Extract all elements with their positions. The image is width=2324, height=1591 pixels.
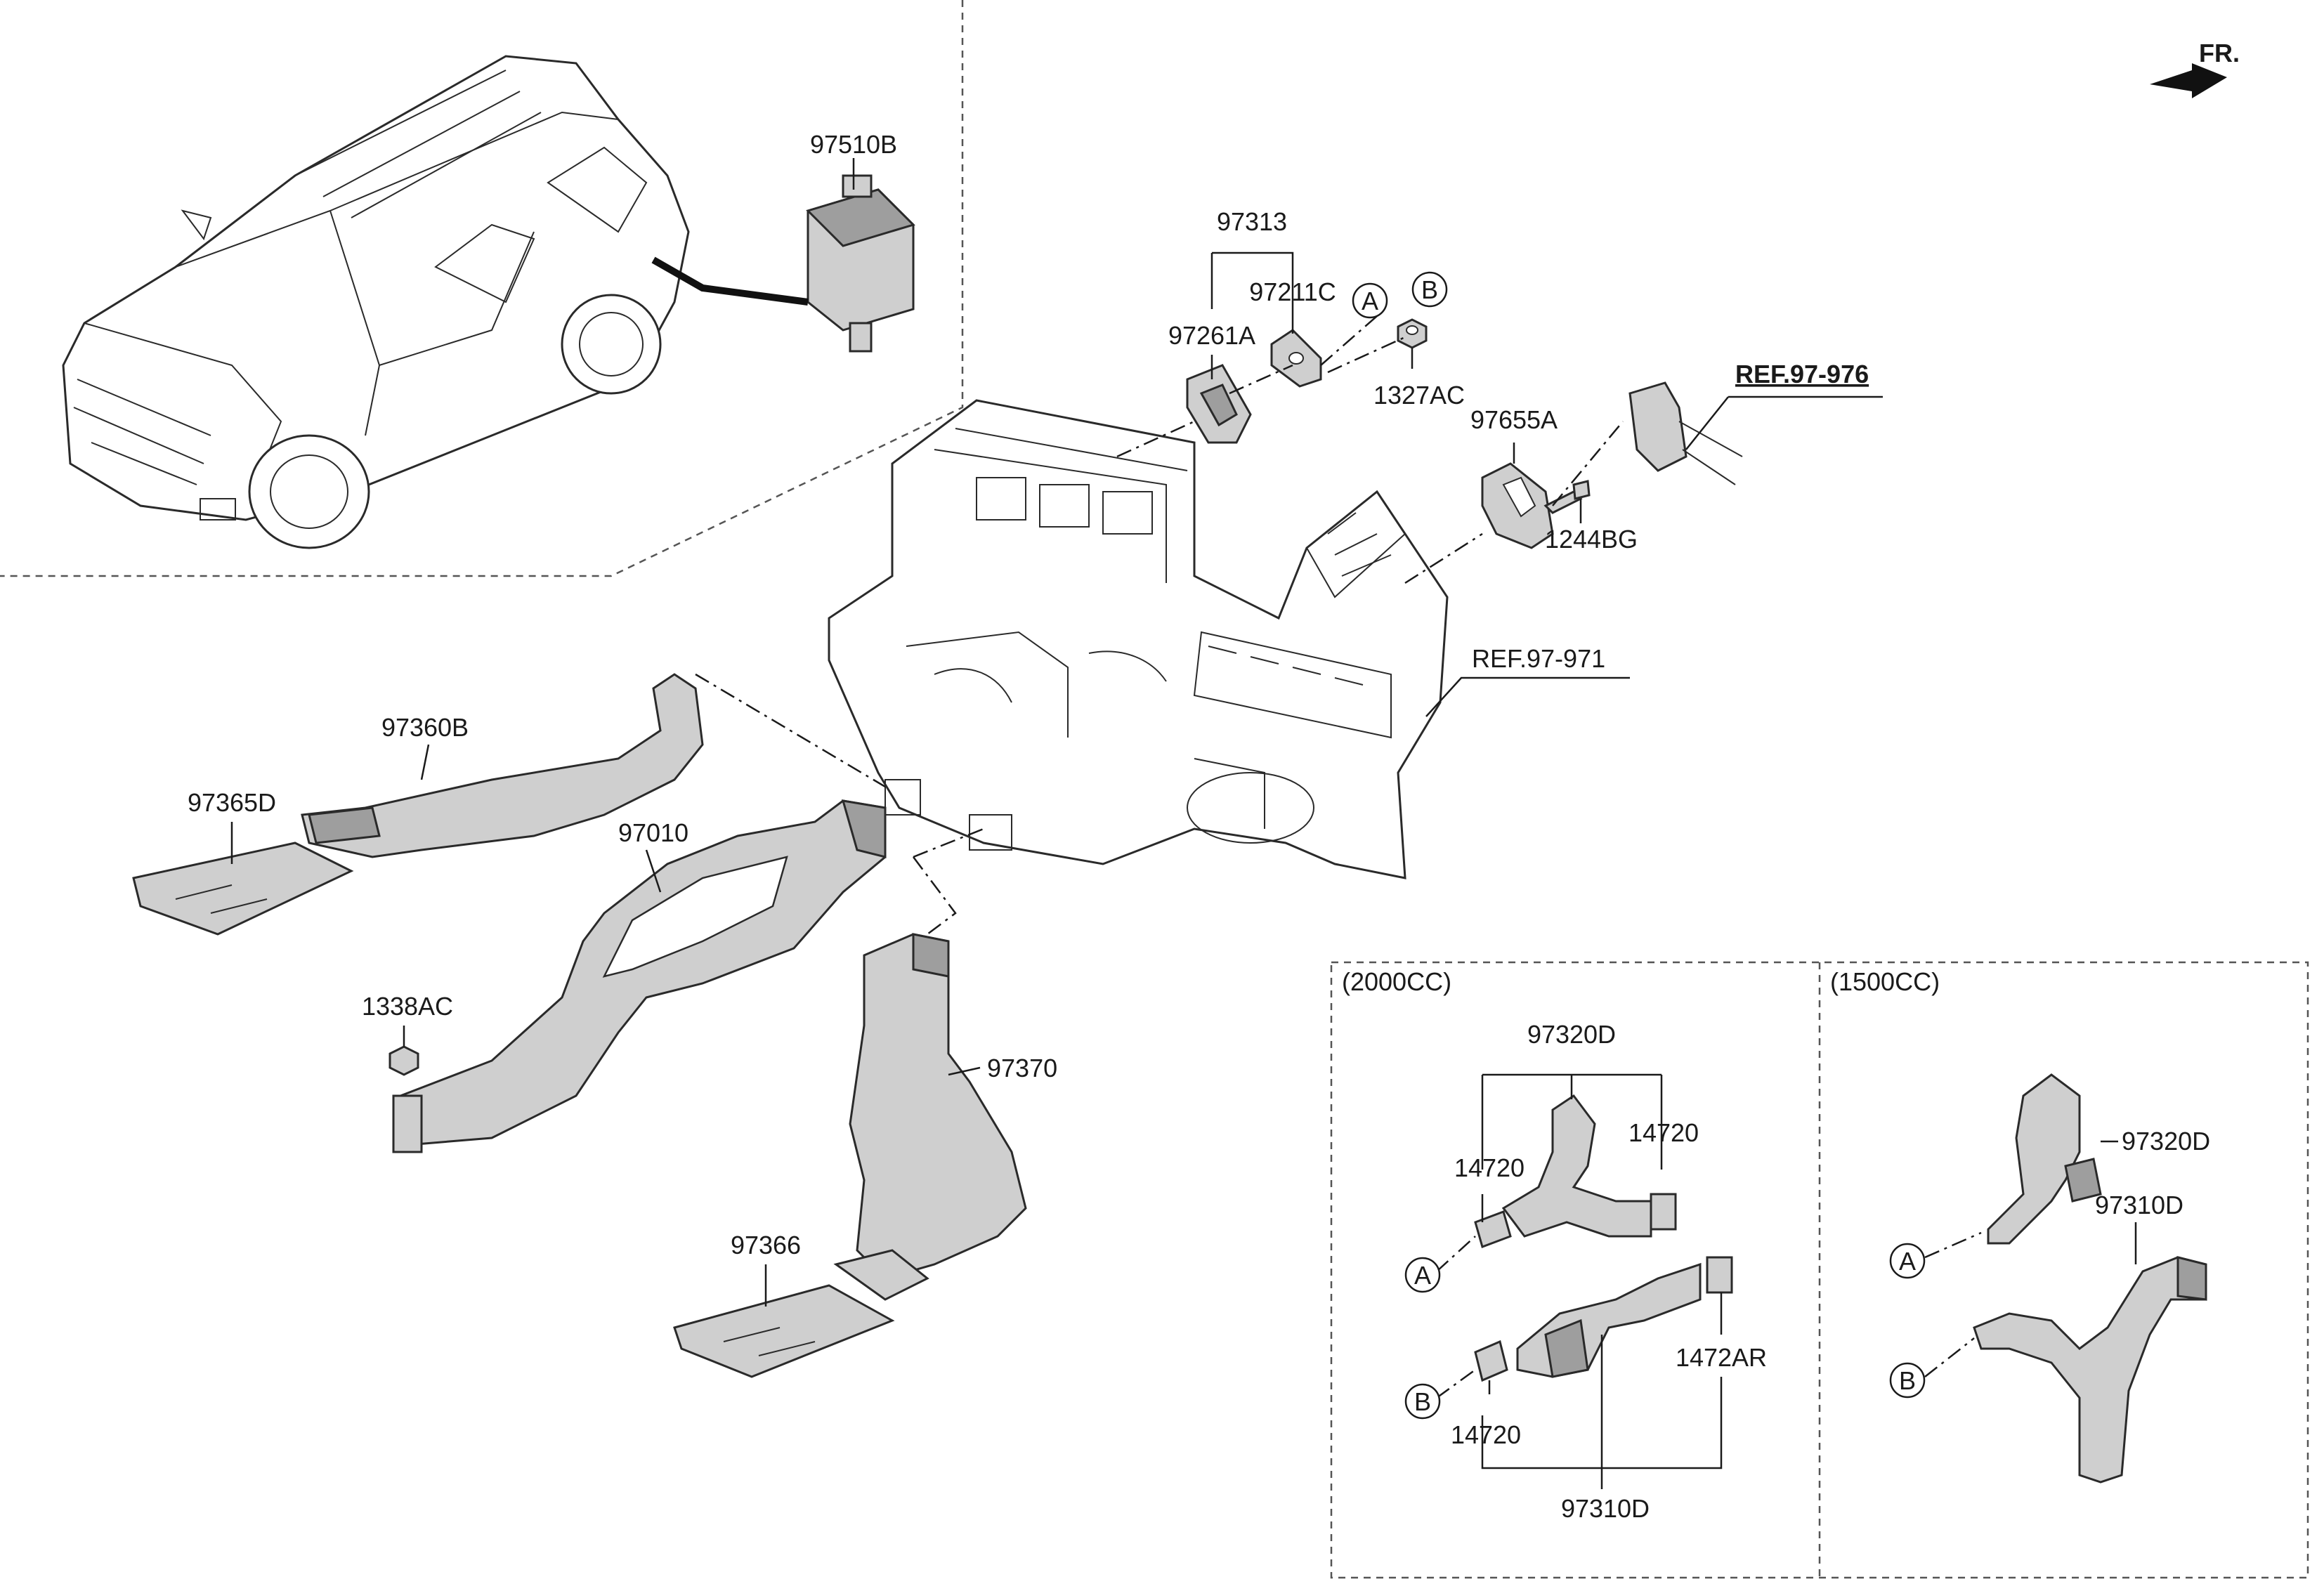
dash-a-1500 — [1924, 1231, 1982, 1259]
section-2000cc: (2000CC) — [1342, 967, 1451, 996]
leader-ref1 — [1685, 395, 1883, 450]
dash-line-6 — [1552, 421, 1624, 506]
vehicle-illustration — [62, 55, 690, 549]
label-97320d-2000: 97320D — [1527, 1020, 1616, 1049]
connector-b-main-label: B — [1421, 275, 1438, 304]
dash-line-7 — [695, 673, 886, 788]
dash-line-1 — [1116, 420, 1195, 458]
label-97320d-1500: 97320D — [2122, 1127, 2210, 1155]
leader-97360b — [420, 744, 430, 780]
label-97510b: 97510B — [810, 130, 897, 159]
clamp-1472ar — [1706, 1256, 1733, 1294]
hose-97310d-1500 — [1973, 1256, 2207, 1484]
front-arrow-icon — [2150, 63, 2227, 98]
duct-97010-group — [392, 799, 887, 1153]
connector-b-1500 — [1889, 1362, 1926, 1399]
leader-97310d-2000 — [1481, 1335, 1723, 1489]
duct-97370-group — [673, 933, 1027, 1378]
duct-97366 — [673, 1284, 895, 1378]
duct-97360b-group — [132, 673, 704, 936]
leader-97320d-2000 — [1481, 1073, 1663, 1170]
label-97261a: 97261A — [1168, 321, 1255, 350]
front-label: FR. — [2199, 39, 2240, 67]
connector-a-main — [1352, 282, 1388, 319]
hose-1500-group — [1973, 1073, 2207, 1484]
leader-97010 — [645, 849, 662, 893]
hose-97320d-2000 — [1501, 1094, 1652, 1238]
connector-b-2000 — [1404, 1383, 1441, 1420]
label-97313: 97313 — [1217, 207, 1287, 236]
dash-line-4 — [1327, 336, 1406, 374]
ref-97-976-fitting — [1628, 381, 1687, 472]
module-97510b-illustration — [651, 174, 915, 353]
label-97366: 97366 — [731, 1231, 801, 1259]
duct-97360b — [301, 673, 704, 858]
front-direction-indicator: FR. — [2150, 39, 2240, 98]
label-14720-left: 14720 — [1454, 1153, 1525, 1182]
label-14720-right: 14720 — [1628, 1118, 1699, 1147]
label-97370: 97370 — [987, 1054, 1057, 1082]
engine-variants-box — [1330, 961, 2309, 1579]
dash-line-9 — [913, 856, 957, 935]
leader-97370 — [948, 1066, 981, 1076]
dash-line-5 — [1404, 532, 1483, 584]
label-1244bg: 1244BG — [1545, 525, 1638, 554]
label-97310d-2000: 97310D — [1561, 1494, 1650, 1523]
label-14720-bottom: 14720 — [1451, 1420, 1521, 1449]
label-97010: 97010 — [618, 818, 688, 847]
connector-a-main-label: A — [1362, 287, 1378, 315]
dash-line-8 — [913, 827, 984, 858]
grommet-group — [1481, 381, 1743, 549]
label-97365d: 97365D — [188, 788, 276, 817]
hose-2000-group — [1474, 1094, 1733, 1382]
duct-97370 — [849, 933, 1027, 1280]
label-97310d-1500: 97310D — [2095, 1191, 2183, 1219]
connector-b-1500-label: B — [1899, 1366, 1916, 1395]
connector-a-1500-label: A — [1899, 1247, 1916, 1276]
hose-97310d-2000 — [1516, 1262, 1702, 1378]
ref-97-971: REF.97-971 — [1472, 644, 1605, 673]
label-1338ac: 1338AC — [362, 992, 453, 1021]
label-1327ac: 1327AC — [1373, 381, 1465, 410]
clamp-14720-left — [1474, 1210, 1512, 1248]
nut-1338ac — [389, 1045, 419, 1076]
dash-b-1500 — [1924, 1337, 1975, 1377]
duct-97010 — [399, 799, 887, 1146]
dash-b-2000 — [1436, 1368, 1476, 1399]
hose-97320d-1500 — [1987, 1073, 2081, 1245]
connector-a-2000-label: A — [1414, 1261, 1431, 1290]
connector-a-2000 — [1404, 1257, 1441, 1293]
leader-ref2 — [1425, 676, 1630, 717]
clamp-14720-bottom — [1474, 1340, 1508, 1382]
dash-line-3 — [1320, 315, 1378, 366]
ref-97-976: REF.97-976 — [1735, 360, 1869, 388]
seals-group — [1186, 318, 1428, 444]
section-1500cc: (1500CC) — [1830, 967, 1940, 996]
leader-97313 — [1210, 251, 1294, 309]
label-97655a: 97655A — [1470, 405, 1558, 434]
dash-line-2 — [1229, 364, 1293, 395]
label-97211c: 97211C — [1249, 277, 1336, 306]
duct-97365d — [132, 842, 354, 936]
hvac-unit-illustration — [828, 399, 1449, 879]
connector-b-main — [1411, 271, 1448, 308]
clamp-14720-right — [1650, 1193, 1677, 1231]
connector-a-1500 — [1889, 1243, 1926, 1279]
dash-a-2000 — [1436, 1236, 1476, 1272]
label-1472ar: 1472AR — [1676, 1343, 1767, 1372]
vehicle-inset-border — [0, 0, 964, 577]
connector-b-2000-label: B — [1414, 1387, 1431, 1416]
label-97360b: 97360B — [381, 713, 469, 742]
